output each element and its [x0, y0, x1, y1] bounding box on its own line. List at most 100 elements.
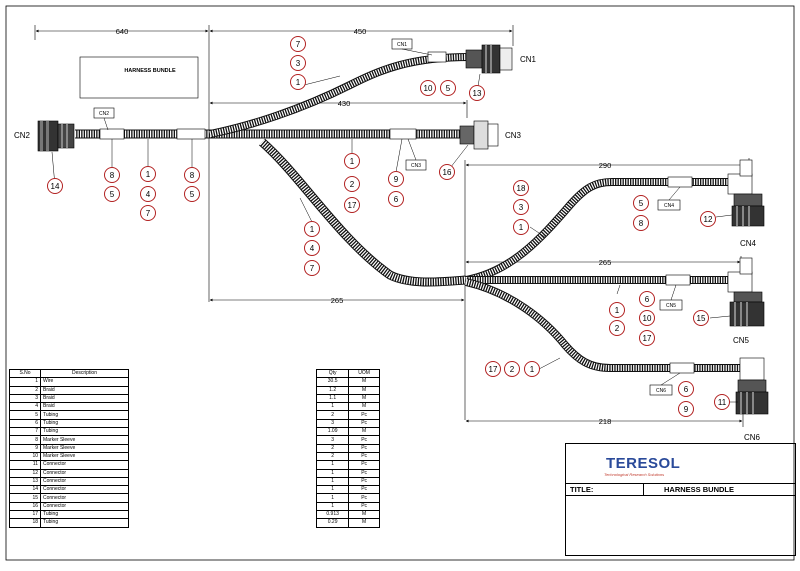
balloon: 7 [296, 40, 301, 49]
bom-cell-uom: Pc [348, 443, 380, 453]
cn2-connector [37, 120, 75, 152]
bom-cell-sno: 14 [9, 485, 41, 495]
bom-cell-uom: M [348, 518, 380, 528]
bom-cell-qty: 2 [315, 410, 350, 420]
dim-290-label: 290 [599, 161, 612, 170]
tag-cn3: CN3 [411, 163, 421, 169]
bom-cell-description: Tubing [40, 418, 129, 429]
balloon: 4 [146, 190, 151, 199]
bom-cell-qty: 2 [315, 451, 350, 462]
bom-cell-uom: M [348, 510, 380, 520]
bom-header-description: Description [40, 368, 129, 379]
bom-cell-uom: Pc [348, 476, 380, 487]
balloon: 8 [639, 219, 644, 228]
bom-cell-sno: 1 [9, 377, 41, 387]
bom-cell-uom: M [348, 385, 380, 395]
balloon: 13 [473, 89, 482, 98]
tag-cn6: CN6 [656, 388, 666, 394]
balloon: 1 [519, 223, 524, 232]
bom-header-qty: Qty [315, 368, 350, 379]
balloon: 9 [394, 175, 399, 184]
bom-cell-description: Tubing [40, 518, 129, 528]
bom-cell-sno: 5 [9, 410, 41, 420]
balloon: 3 [519, 203, 524, 212]
bom-cell-qty: 1 [315, 460, 350, 470]
bom-cell-uom: Pc [348, 501, 380, 512]
bom-cell-qty: 1 [315, 402, 350, 412]
bom-cell-uom: Pc [348, 493, 380, 503]
bom-cell-sno: 2 [9, 385, 41, 395]
bom-cell-qty: 30.5 [315, 377, 350, 387]
balloon: 17 [489, 365, 498, 374]
bom-cell-uom: Pc [348, 435, 380, 445]
bom-cell-sno: 11 [9, 460, 41, 470]
bom-cell-description: Connector [40, 468, 129, 478]
bom-cell-qty: 1.2 [315, 385, 350, 395]
dim-265-right-label: 265 [599, 258, 612, 267]
bom-cell-description: Marker Sleeve [40, 443, 129, 453]
bom-cell-sno: 3 [9, 393, 41, 404]
balloon: 9 [684, 405, 689, 414]
bom-cell-description: Braid [40, 385, 129, 395]
balloon: 17 [348, 201, 357, 210]
bom-cell-qty: 1 [315, 485, 350, 495]
bom-cell-qty: 3 [315, 418, 350, 429]
bom-cell-uom: Pc [348, 468, 380, 478]
cn1-label: CN1 [520, 55, 537, 64]
bom-cell-uom: Pc [348, 485, 380, 495]
bom-cell-description: Marker Sleeve [40, 451, 129, 462]
bom-cell-description: Connector [40, 501, 129, 512]
bom-cell-uom: M [348, 377, 380, 387]
bom-header-row: S.No Description [9, 368, 129, 379]
cn5-connector [727, 257, 765, 327]
dim-450-label: 450 [354, 27, 367, 36]
balloon: 6 [645, 295, 650, 304]
bom-cell-qty: 2 [315, 443, 350, 453]
tag-cn5: CN5 [666, 303, 676, 309]
tag-cn1: CN1 [397, 42, 407, 48]
cn5-label: CN5 [733, 336, 750, 345]
bom-cell-uom: M [348, 402, 380, 412]
bom-cell-uom: Pc [348, 451, 380, 462]
bom-cell-qty: 1 [315, 493, 350, 503]
bom-cell-sno: 4 [9, 402, 41, 412]
balloon: 17 [643, 334, 652, 343]
balloon: 10 [643, 314, 652, 323]
title-value: HARNESS BUNDLE [664, 485, 735, 494]
balloon: 11 [718, 398, 727, 407]
bom-cell-sno: 12 [9, 468, 41, 478]
balloon: 2 [510, 365, 515, 374]
logo-text: TERESOL [606, 455, 681, 472]
bom-cell-sno: 8 [9, 435, 41, 445]
balloon: 7 [146, 209, 151, 218]
bom-cell-sno: 7 [9, 427, 41, 437]
cn6-connector [735, 357, 769, 415]
balloon: 3 [296, 59, 301, 68]
balloon: 12 [704, 215, 713, 224]
bom-cell-description: Connector [40, 493, 129, 503]
bom-cell-description: Braid [40, 402, 129, 412]
balloon: 6 [684, 385, 689, 394]
bom-cell-uom: Pc [348, 410, 380, 420]
balloon: 5 [190, 190, 195, 199]
balloon: 10 [424, 84, 433, 93]
